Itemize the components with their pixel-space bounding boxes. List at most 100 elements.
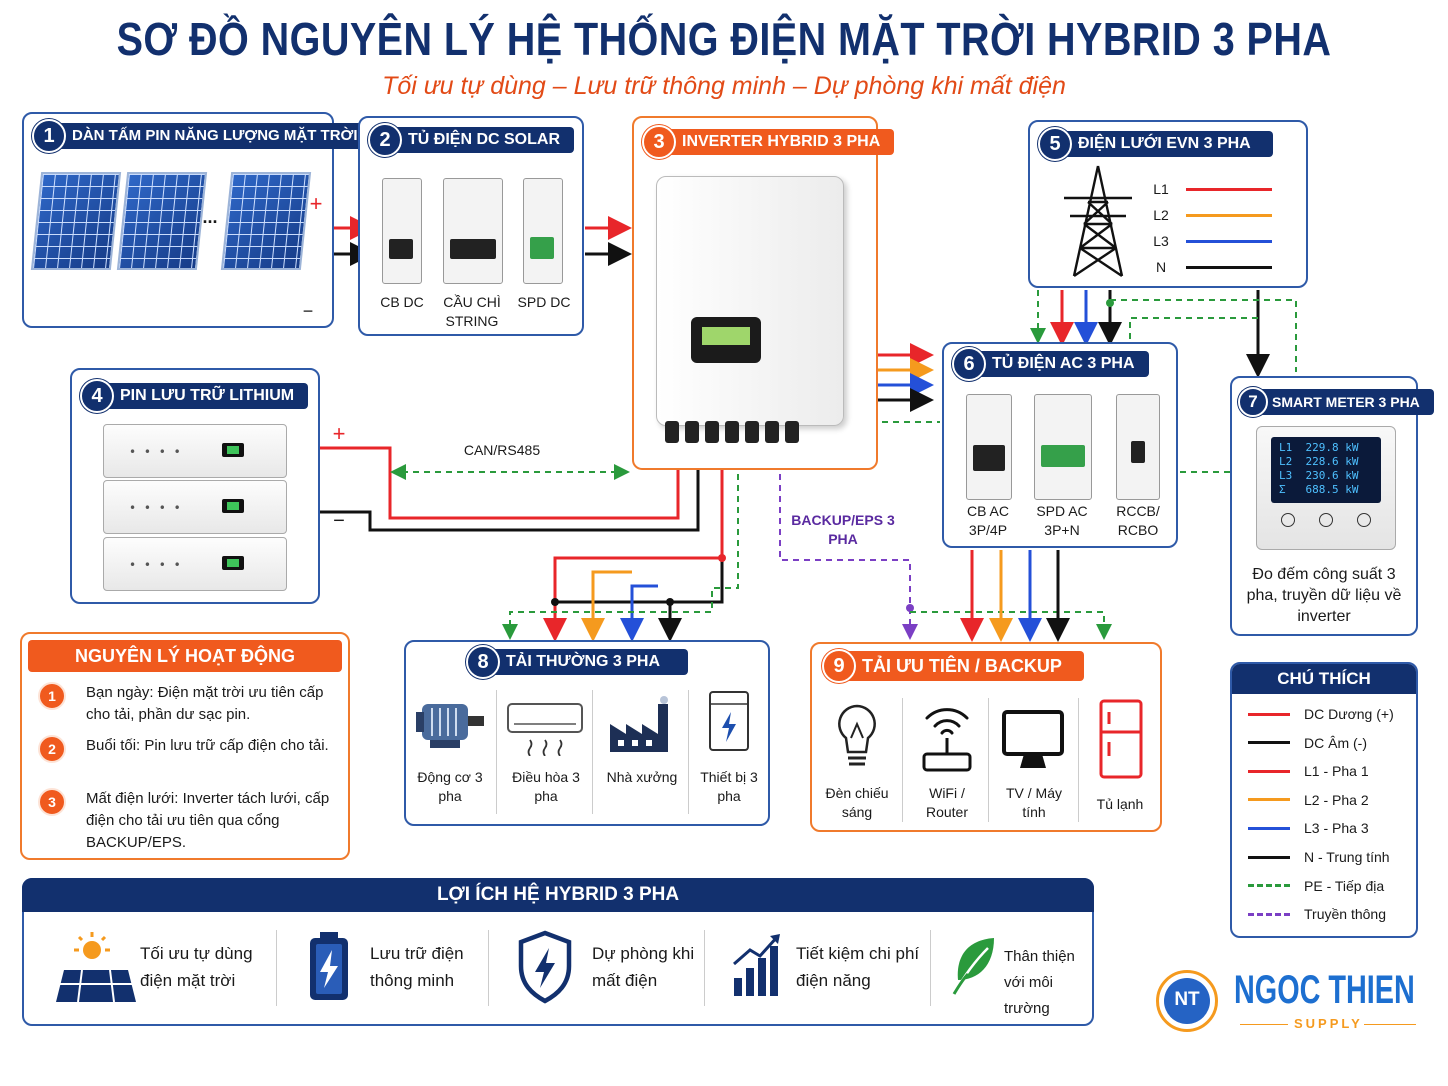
shield-bolt-icon	[518, 930, 572, 1004]
legend-item: N - Trung tính	[1248, 847, 1390, 867]
dc-item-label: SPD DC	[517, 294, 571, 310]
section-number: 6	[952, 347, 986, 381]
l1-line	[1186, 188, 1272, 191]
inverter-header: 3 INVERTER HYBRID 3 PHA	[642, 125, 895, 159]
section-label: TỦ ĐIỆN DC SOLAR	[386, 127, 574, 153]
meter-reading: L1 229.8 kW	[1279, 441, 1359, 454]
page-title: SƠ ĐỒ NGUYÊN LÝ HỆ THỐNG ĐIỆN MẶT TRỜI H…	[116, 13, 1332, 65]
motor-icon	[416, 704, 484, 748]
battery-module-icon: • • • •	[103, 537, 287, 591]
principle-number: 3	[38, 788, 66, 816]
legend-item: L1 - Pha 1	[1248, 761, 1369, 781]
battery-module-icon: • • • •	[103, 480, 287, 534]
n-line	[1186, 266, 1272, 269]
dc-item-label: CB DC	[380, 294, 424, 310]
section-number: 4	[80, 379, 114, 413]
cb-ac-icon	[966, 394, 1012, 500]
tv-computer-icon	[1002, 710, 1064, 768]
solar-sun-icon	[56, 932, 136, 1003]
ac-panel-header: 6 TỦ ĐIỆN AC 3 PHA	[952, 347, 1149, 381]
principle-text: Mất điện lưới: Inverter tách lưới, cấp đ…	[86, 790, 330, 851]
priority-load-label: Tủ lạnh	[1096, 796, 1144, 812]
cb-dc-icon	[382, 178, 422, 284]
section-number: 8	[466, 645, 500, 679]
section-label: INVERTER HYBRID 3 PHA	[660, 129, 895, 155]
section-number: 1	[32, 119, 66, 153]
light-bulb-icon	[838, 704, 876, 766]
dc-panel-header: 2 TỦ ĐIỆN DC SOLAR	[368, 123, 574, 157]
principle-item: 1 Bạn ngày: Điện mặt trời ưu tiên cấp ch…	[38, 682, 334, 726]
legend-item: PE - Tiếp địa	[1248, 876, 1384, 896]
battery-plus-sign: +	[332, 421, 346, 446]
principle-text: Bạn ngày: Điện mặt trời ưu tiên cấp cho …	[86, 684, 324, 723]
smart-meter-header: 7 SMART METER 3 PHA	[1238, 387, 1434, 417]
priority-load-label: WiFi / Router	[925, 785, 969, 820]
battery-module-icon: • • • •	[103, 424, 287, 478]
legend-swatch	[1248, 826, 1290, 830]
benefit-text: Lưu trữ điện thông minh	[370, 944, 464, 990]
logo-name: NGOC THIEN	[1234, 968, 1415, 1012]
l2-line	[1186, 214, 1272, 217]
spd-ac-icon	[1034, 394, 1092, 500]
ac-item-label: SPD AC 3P+N	[1036, 503, 1088, 538]
electrical-cabinet-icon	[709, 691, 749, 751]
legend-swatch	[1248, 769, 1290, 773]
benefit-text: Dự phòng khi mất điện	[592, 944, 695, 990]
section-label: TẢI THƯỜNG 3 PHA	[484, 649, 689, 675]
comm-label: CAN/RS485	[463, 442, 541, 458]
legend-item: Truyền thông	[1248, 904, 1386, 924]
battery-icon	[310, 932, 348, 1000]
smart-meter-icon: L1 229.8 kW L2 228.6 kW L3 230.6 kW Σ 68…	[1256, 426, 1396, 550]
section-label: ĐIỆN LƯỚI EVN 3 PHA	[1056, 131, 1273, 157]
dc-item-label: CẦU CHÌ STRING	[443, 294, 501, 329]
wifi-router-icon	[922, 708, 972, 772]
solar-panel-icon	[116, 172, 208, 270]
normal-load-header: 8 TẢI THƯỜNG 3 PHA	[466, 645, 689, 679]
section-number: 5	[1038, 127, 1072, 161]
legend-swatch	[1248, 741, 1290, 745]
priority-load-label: Đèn chiếu sáng	[825, 785, 889, 820]
principle-number: 2	[38, 735, 66, 763]
legend-label: L1 - Pha 1	[1304, 763, 1369, 780]
legend-label: N - Trung tính	[1304, 849, 1390, 865]
smart-meter-description: Đo đếm công suất 3 pha, truyền dữ liệu v…	[1246, 566, 1402, 625]
principle-item: 2 Buổi tối: Pin lưu trữ cấp điện cho tải…	[38, 735, 334, 763]
section-label: TẢI ƯU TIÊN / BACKUP	[840, 651, 1084, 681]
legend-swatch	[1248, 912, 1290, 916]
l3-line	[1186, 240, 1272, 243]
meter-reading: L2 228.6 kW	[1279, 455, 1359, 468]
section-number: 9	[822, 649, 856, 683]
company-logo: NT NGOC THIEN SUPPLY	[1156, 964, 1426, 1036]
page-subtitle: Tối ưu tự dùng – Lưu trữ thông minh – Dự…	[382, 72, 1066, 100]
panel-ellipsis: ...	[202, 207, 218, 227]
string-fuse-icon	[443, 178, 503, 284]
benefits-title: LỢI ÍCH HỆ HYBRID 3 PHA	[22, 878, 1094, 912]
priority-load-header: 9 TẢI ƯU TIÊN / BACKUP	[822, 649, 1084, 683]
legend-label: PE - Tiếp địa	[1304, 877, 1385, 894]
legend-item: L3 - Pha 3	[1248, 818, 1369, 838]
normal-load-label: Điều hòa 3 pha	[512, 769, 580, 804]
legend-label: Truyền thông	[1304, 906, 1386, 923]
solar-panel-icon	[220, 172, 312, 270]
factory-icon	[610, 696, 668, 752]
section-number: 2	[368, 123, 402, 157]
principle-text: Buổi tối: Pin lưu trữ cấp điện cho tải.	[86, 737, 329, 754]
grid-line-label: L3	[1153, 233, 1169, 249]
rccb-icon	[1116, 394, 1160, 500]
inverter-icon	[656, 176, 844, 443]
grid-header: 5 ĐIỆN LƯỚI EVN 3 PHA	[1038, 127, 1273, 161]
legend-item: L2 - Pha 2	[1248, 790, 1369, 810]
ac-item-label: CB AC 3P/4P	[966, 503, 1009, 538]
air-conditioner-icon	[507, 703, 583, 756]
meter-reading: Σ 688.5 kW	[1279, 483, 1359, 496]
section-label: TỦ ĐIỆN AC 3 PHA	[970, 351, 1149, 377]
legend-title: CHÚ THÍCH	[1232, 664, 1416, 694]
grid-line-label: L2	[1153, 207, 1169, 223]
section-label: DÀN TẤM PIN NĂNG LƯỢNG MẶT TRỜI	[50, 123, 372, 149]
normal-load-label: Động cơ 3 pha	[417, 769, 483, 804]
legend-label: L3 - Pha 3	[1304, 820, 1369, 837]
benefit-text: Tối ưu tự dùng điện mặt trời	[140, 944, 253, 990]
chart-up-icon	[733, 934, 780, 996]
backup-eps-label: BACKUP/EPS 3 PHA	[791, 512, 895, 547]
